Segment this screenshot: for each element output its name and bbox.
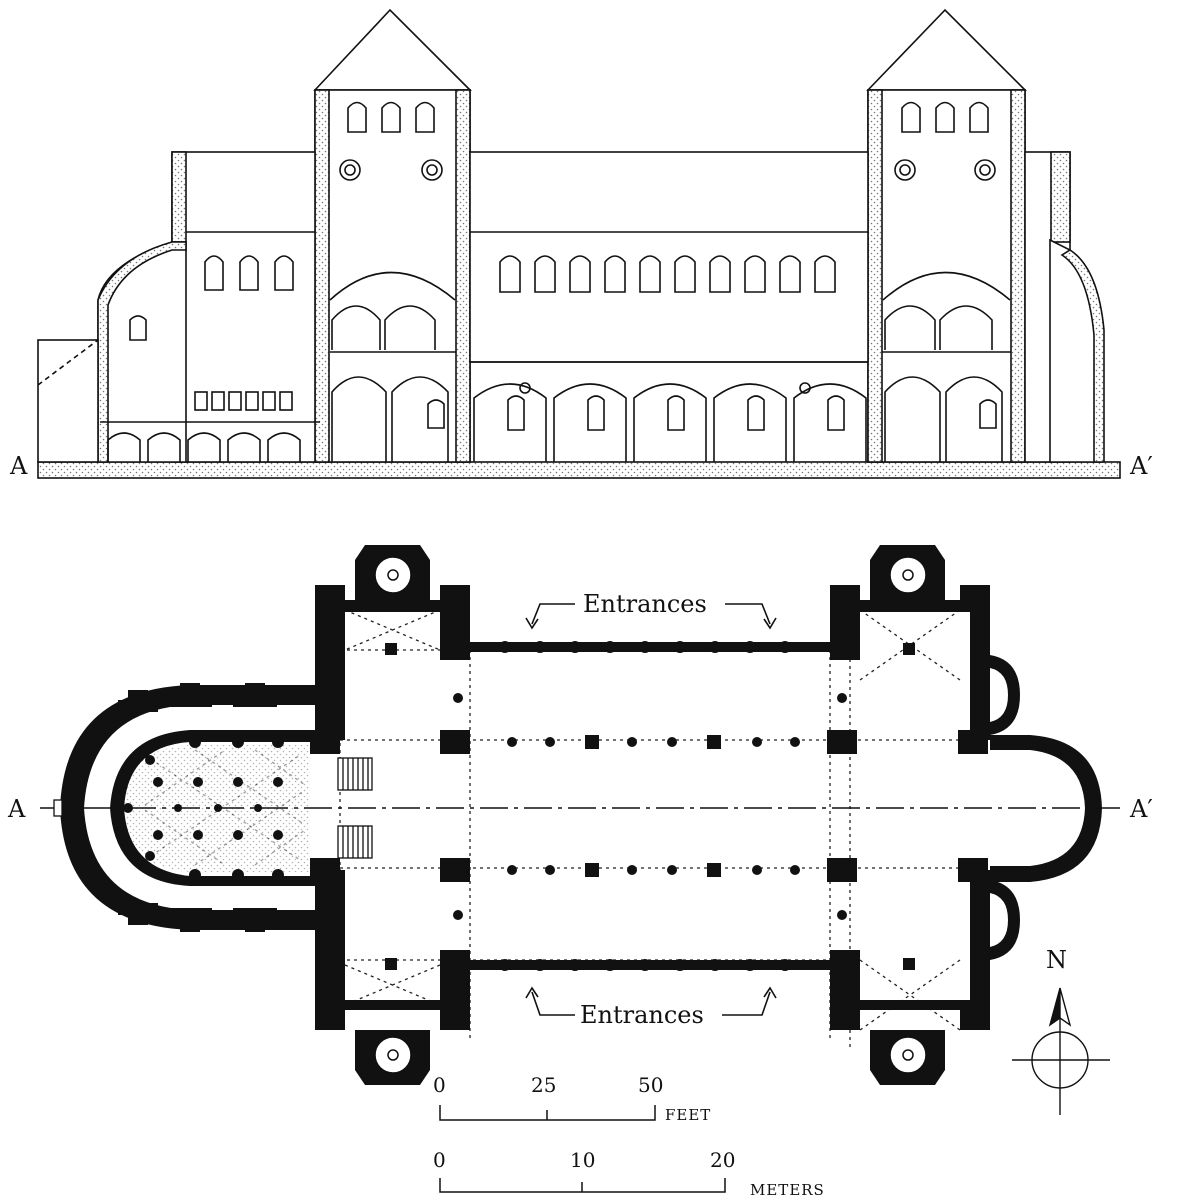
longitudinal-section [37, 8, 1121, 479]
north-arrow-icon [1048, 987, 1061, 1027]
compass-north-label: N [1046, 946, 1067, 974]
nave-clerestory [469, 151, 869, 363]
west-transept [171, 151, 316, 463]
east-tower-roof [866, 8, 1027, 91]
plan-left-label: A [7, 795, 26, 823]
nave-supports [123, 641, 915, 971]
meters-tick-10: 10 [570, 1148, 595, 1172]
entrances-north-label: Entrances [583, 590, 707, 618]
west-tower-arches [329, 271, 456, 462]
east-tower-windows [894, 101, 996, 181]
entrances-north-arrows [525, 603, 777, 630]
entrances-south-arrows [525, 986, 777, 1016]
meters-tick-0: 0 [433, 1148, 446, 1172]
west-crypt-floor [118, 745, 310, 872]
meters-unit-label: METERS [750, 1181, 825, 1199]
ground-band [37, 461, 1121, 479]
feet-tick-25: 25 [531, 1073, 556, 1097]
section-right-label: A′ [1129, 452, 1153, 480]
feet-unit-label: FEET [665, 1106, 711, 1124]
west-apse [97, 241, 187, 463]
west-tower-roof [313, 8, 472, 91]
feet-tick-50: 50 [638, 1073, 663, 1097]
feet-tick-0: 0 [433, 1073, 446, 1097]
east-apse [1049, 238, 1101, 463]
west-crypt-arcade [100, 391, 320, 462]
compass-rose [1012, 987, 1110, 1115]
east-tower-arches [882, 271, 1011, 462]
floor-plan [40, 545, 1120, 1085]
stair-spirals [374, 556, 927, 1074]
section-left-label: A [9, 452, 28, 480]
entrances-south-label: Entrances [580, 1001, 704, 1029]
west-porch [37, 339, 99, 463]
west-transept-windows [129, 255, 294, 341]
plan-right-label: A′ [1129, 795, 1153, 823]
scale-bar-feet [439, 1105, 656, 1121]
crypt-steps [337, 757, 373, 859]
nave-arcade [470, 361, 868, 462]
nave-clerestory-windows [499, 255, 836, 293]
west-tower-windows [339, 101, 443, 181]
scale-bar-meters [439, 1178, 726, 1193]
meters-tick-20: 20 [710, 1148, 735, 1172]
